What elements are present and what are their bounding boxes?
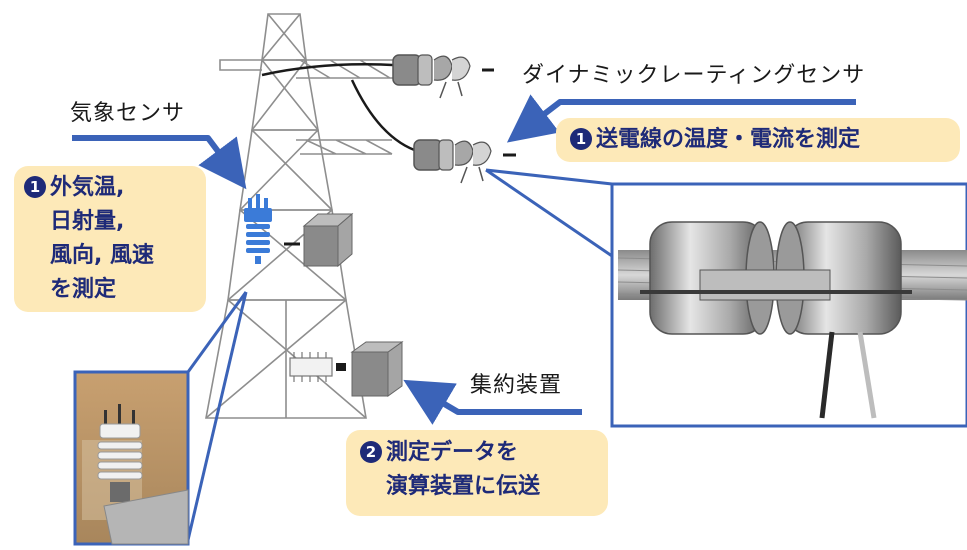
aggregator-label: 集約装置 [470,373,563,398]
dynamic-rating-sensor-label: ダイナミックレーティングセンサ [522,63,866,88]
aggregator-device-icon [289,341,404,397]
weather-label-arrow [72,135,247,190]
aggregator-label-arrow [403,379,582,425]
weather-sensor-icon [244,194,272,264]
weather-measure-line: を測定 [50,277,117,302]
weather-sensor-label: 気象センサ [70,101,186,126]
line-sensor-label-arrow [506,94,856,143]
line-sensor-icon [392,54,494,99]
line-sensor-photo [610,182,967,428]
weather-measure-line: 日射量, [50,209,125,234]
weather-measure-line: 風向, 風速 [50,243,155,268]
transmit-line: 演算装置に伝送 [386,474,541,499]
conductor-lines [261,63,421,154]
sensor-unit-box-icon [284,212,354,268]
flow-arrows [72,94,856,425]
weather-sensor-photo [73,370,190,546]
line-measure-text: 送電線の温度・電流を測定 [596,127,861,152]
line-sensor-icon [413,139,516,184]
step-number-badge: 1 [570,128,592,150]
step-number-badge: 1 [24,176,46,198]
step-number-badge: 2 [360,441,382,463]
